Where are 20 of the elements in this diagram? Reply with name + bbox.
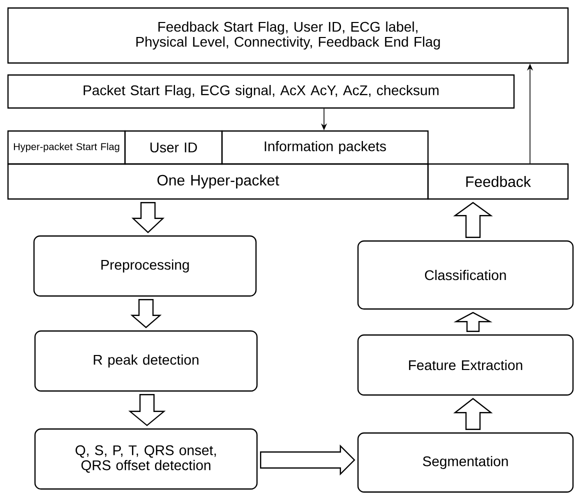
process-box: Feature Extraction	[357, 334, 574, 396]
block-arrow	[453, 398, 493, 430]
field-list-box: Feedback Start Flag, User ID, ECG label, Physical Level, Connectivity, Feedback End Flag	[7, 7, 569, 64]
block-arrow	[128, 394, 166, 426]
packet-field: Information packets	[221, 130, 429, 165]
block-arrow	[131, 202, 165, 234]
block-arrow	[260, 444, 356, 476]
process-box: R peak detection	[34, 330, 258, 392]
packet-field: Hyper-packet Start Flag	[7, 130, 126, 165]
field-list-box: Packet Start Flag, ECG signal, AcX AcY, AcZ, checksum	[7, 74, 515, 109]
block-arrow	[130, 299, 162, 328]
process-box: Q, S, P, T, QRS onset, QRS offset detection	[34, 428, 258, 490]
process-box: Classification	[357, 240, 574, 310]
packet-bar: One Hyper-packet	[7, 163, 429, 200]
process-box: Preprocessing	[33, 235, 257, 297]
block-arrow	[453, 202, 493, 238]
packet-field: User ID	[124, 130, 223, 165]
process-box: Segmentation	[357, 432, 574, 493]
packet-bar: Feedback	[427, 163, 569, 200]
block-arrow	[454, 312, 492, 332]
